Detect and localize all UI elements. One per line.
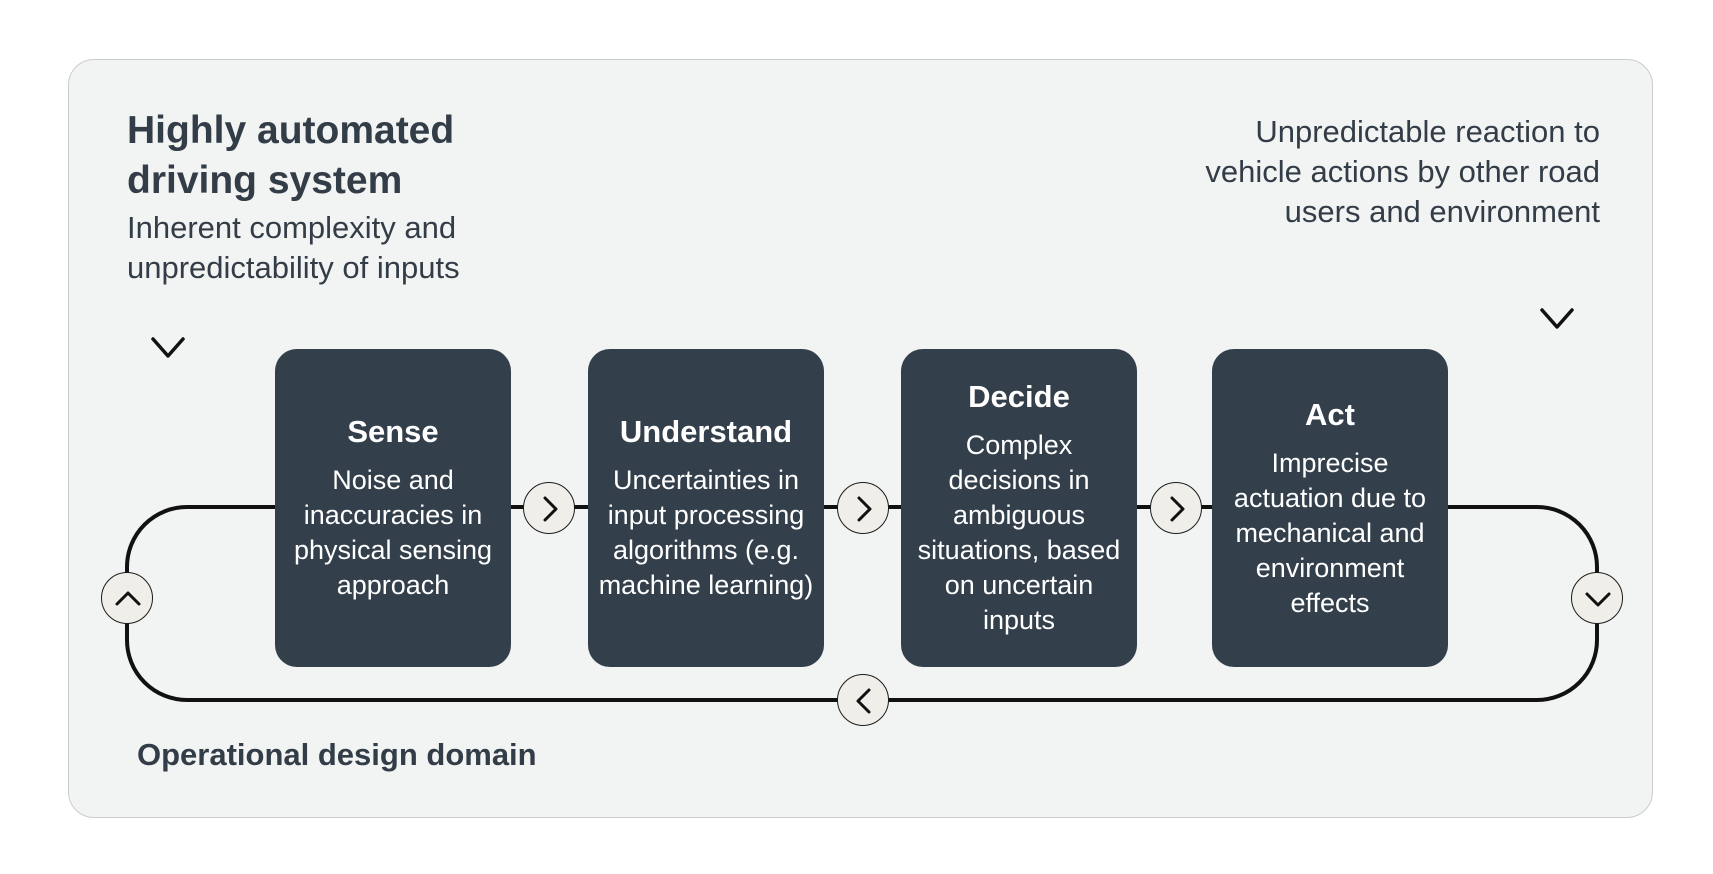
stage-title: Sense (347, 414, 439, 449)
flow-node-sense-to-understand (523, 482, 575, 534)
stage-description: Imprecise actuation due to mechanical an… (1233, 447, 1427, 618)
input-arrow-right-icon (1540, 308, 1574, 329)
stage-decide: Decide Complex decisions in ambiguous si… (901, 349, 1137, 667)
chevron-right-icon (857, 496, 872, 522)
chevron-down-icon (1585, 592, 1611, 607)
stage-title: Act (1305, 396, 1355, 432)
chevron-right-icon (1170, 496, 1185, 522)
diagram-title: Highly automated driving system (127, 109, 455, 202)
stage-understand: Understand Uncertainties in input proces… (588, 349, 824, 667)
stage-title: Understand (619, 414, 793, 449)
external-factors-note: Unpredictable reaction to vehicle action… (1205, 114, 1600, 229)
diagram-subtitle: Inherent complexity and unpredictability… (127, 210, 460, 285)
flow-node-understand-to-decide (837, 482, 889, 534)
flow-node-decide-to-act (1150, 482, 1202, 534)
stage-description: Complex decisions in ambiguous situation… (917, 430, 1121, 635)
flow-node-left-up (101, 572, 153, 624)
stage-description: Noise and inaccuracies in physical sensi… (293, 465, 493, 600)
stage-description: Uncertainties in input processing algori… (598, 465, 814, 600)
chevron-left-icon (856, 688, 871, 714)
flow-node-right-down (1571, 572, 1623, 624)
stage-title: Decide (968, 379, 1070, 414)
stage-act: Act Imprecise actuation due to mechanica… (1212, 349, 1448, 667)
operational-design-domain-label: Operational design domain (137, 737, 537, 772)
chevron-right-icon (543, 496, 558, 522)
input-arrow-left-icon (151, 337, 185, 358)
stage-sense: Sense Noise and inaccuracies in physical… (275, 349, 511, 667)
flow-node-bottom-back (837, 674, 889, 726)
chevron-up-icon (115, 591, 141, 606)
